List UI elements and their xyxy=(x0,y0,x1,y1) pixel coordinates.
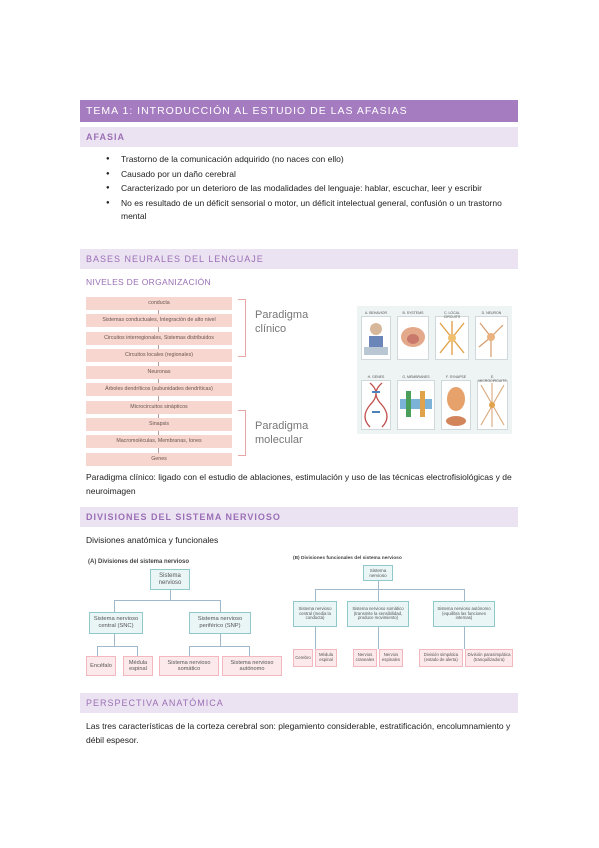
section-perspectiva: PERSPECTIVA ANATÓMICA xyxy=(80,693,518,713)
behavior-image: A. BEHAVIOR xyxy=(361,311,391,360)
membranes-image: G. MEMBRANES xyxy=(397,375,435,430)
node-central: Sistema nervioso central (media la condu… xyxy=(293,601,337,627)
node-nervios-espinales: Nervios espinales xyxy=(379,649,403,667)
chart-functional-divisions: (B) Divisiones funcionales del sistema n… xyxy=(291,555,515,677)
level-box: Circuitos locales (regionales) xyxy=(86,348,232,367)
synapse-image: F. SYNAPSE xyxy=(441,375,471,430)
level-box: conducta xyxy=(86,297,232,315)
node-medula-espinal: Médula espinal xyxy=(123,656,153,676)
node-autonomo: Sistema nervioso autónomo xyxy=(222,656,282,676)
node-simpatica: División simpática (estado de alerta) xyxy=(419,649,463,667)
level-box: Árboles dendríticos (subunidades dendrít… xyxy=(86,383,232,401)
chart-b-title: (B) Divisiones funcionales del sistema n… xyxy=(293,556,402,561)
list-item: No es resultado de un déficit sensorial … xyxy=(106,197,516,224)
level-box: Microcircuitos sinápticos xyxy=(86,400,232,419)
section-divisiones: DIVISIONES DEL SISTEMA NERVIOSO xyxy=(80,507,518,527)
level-box: Macromoléculas, Membranas, Iones xyxy=(86,435,232,453)
node-autonomo-funcional: Sistema nervioso autónomo (equilibra las… xyxy=(433,601,495,627)
level-box: Circuitos interregionales, Sistemas dist… xyxy=(86,331,232,349)
node-medula-espinal-funcional: Médula espinal xyxy=(315,649,337,667)
list-item: Causado por un daño cerebral xyxy=(106,168,516,182)
list-item: Trastorno de la comunicación adquirido (… xyxy=(106,153,516,167)
level-box: Genes xyxy=(86,452,232,466)
list-item: Caracterizado por un deterioro de las mo… xyxy=(106,182,516,196)
node-somatico: Sistema nervioso somático xyxy=(159,656,219,676)
microcircuits-image: E. MICROCIRCUITS xyxy=(477,375,508,430)
divisiones-label: Divisiones anatómica y funcionales xyxy=(86,535,219,545)
node-sistema-nervioso: Sistema nervioso xyxy=(363,565,393,581)
node-parasimpatica: División parasimpática (tranquilizadora) xyxy=(465,649,513,667)
neuron-image: D. NEURON xyxy=(475,311,508,360)
node-somatico-funcional: Sistema nervioso somático (transmite la … xyxy=(347,601,409,627)
organization-levels: conducta Sistemas conductuales, Integrac… xyxy=(86,297,232,470)
paradigm-clinico-label: Paradigma clínico xyxy=(255,309,309,335)
node-cerebro: Cerebro xyxy=(293,649,313,667)
neuro-levels-illustration: A. BEHAVIOR B. SYSTEMS C. LOCAL CIRCUITS… xyxy=(357,306,512,434)
node-encefalo: Encéfalo xyxy=(86,656,116,676)
section-bases-neurales: BASES NEURALES DEL LENGUAJE xyxy=(80,249,518,269)
node-sistema-nervioso: Sistema nervioso xyxy=(150,569,190,590)
level-box: Neuronas xyxy=(86,366,232,384)
paradigm-molecular-label: Paradigma molecular xyxy=(255,420,309,446)
clinico-paragraph: Paradigma clínico: ligado con el estudio… xyxy=(86,472,512,496)
chart-anatomical-divisions: (A) Divisiones del sistema nervioso Sist… xyxy=(86,556,286,686)
brace-clinico xyxy=(238,299,246,357)
genes-image: H. GENES xyxy=(361,375,391,430)
brace-molecular xyxy=(238,410,246,456)
local-circuits-image: C. LOCAL CIRCUITS xyxy=(435,311,469,360)
node-nervios-craneales: Nervios craneales xyxy=(353,649,377,667)
afasia-list: Trastorno de la comunicación adquirido (… xyxy=(106,153,516,225)
subsection-niveles: NIVELES DE ORGANIZACIÓN xyxy=(86,277,211,287)
level-box: Sinapsis xyxy=(86,418,232,436)
node-snc: Sistema nervioso central (SNC) xyxy=(89,612,143,634)
chart-a-title: (A) Divisiones del sistema nervioso xyxy=(88,559,190,565)
section-afasia: AFASIA xyxy=(80,127,518,147)
level-box: Sistemas conductuales, Integración de al… xyxy=(86,314,232,332)
systems-image: B. SYSTEMS xyxy=(397,311,429,360)
topic-title: TEMA 1: INTRODUCCIÓN AL ESTUDIO DE LAS A… xyxy=(80,100,518,122)
perspectiva-paragraph: Las tres características de la corteza c… xyxy=(86,721,511,745)
node-snp: Sistema nervioso periférico (SNP) xyxy=(189,612,251,634)
